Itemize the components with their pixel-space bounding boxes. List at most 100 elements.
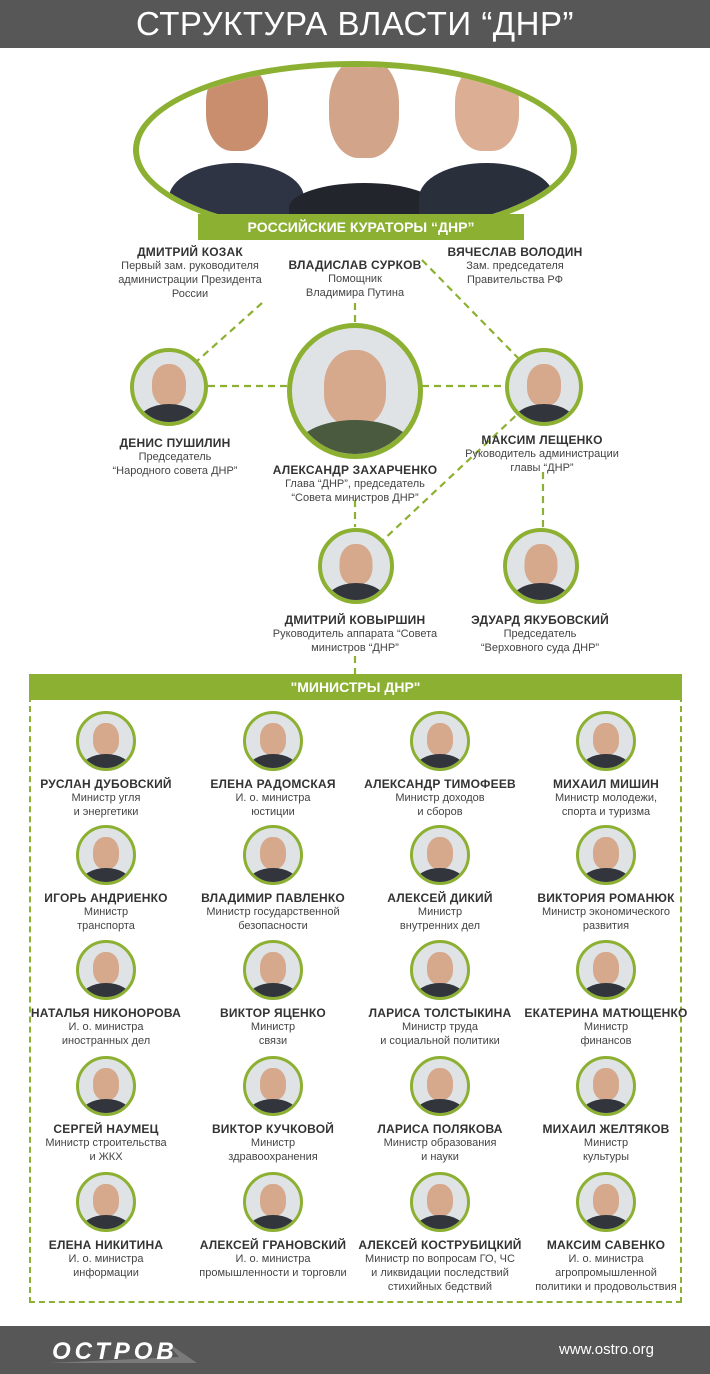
person-name: ЕЛЕНА РАДОМСКАЯ (210, 777, 336, 791)
person-name: ЕКАТЕРИНА МАТЮЩЕНКО (524, 1006, 688, 1020)
zakharchenko-photo (287, 323, 423, 459)
ministers-label: "МИНИСТРЫ ДНР" (29, 674, 682, 700)
ostrov-logo: ОСТРОВ (52, 1338, 178, 1365)
person-name: ЛАРИСА ПОЛЯКОВА (377, 1122, 503, 1136)
logo-swoosh-icon (49, 1341, 197, 1363)
person-name: РУСЛАН ДУБОВСКИЙ (40, 777, 172, 791)
person-name: АЛЕКСЕЙ КОСТРУБИЦКИЙ (358, 1238, 522, 1252)
person-name: МИХАИЛ ЖЕЛТЯКОВ (542, 1122, 670, 1136)
person-name: ВИКТОР КУЧКОВОЙ (211, 1122, 335, 1136)
minister-photo (576, 825, 636, 885)
person-name: АЛЕКСЕЙ ДИКИЙ (387, 891, 493, 905)
minister-photo (410, 940, 470, 1000)
page-title: СТРУКТУРА ВЛАСТИ “ДНР” (0, 0, 710, 48)
person-name: ЛАРИСА ТОЛСТЫКИНА (368, 1006, 512, 1020)
leader-zakharchenko: АЛЕКСАНДР ЗАХАРЧЕНКО Глава “ДНР”, предсе… (255, 463, 455, 505)
person-title: Председатель“Народного совета ДНР” (112, 451, 238, 477)
leader-kovyrshin: ДМИТРИЙ КОВЫРШИН Руководитель аппарата “… (255, 613, 455, 655)
yakubovsky-photo (503, 528, 579, 604)
leader-pushilin: ДЕНИС ПУШИЛИН Председатель“Народного сов… (85, 436, 265, 478)
person-name: ДМИТРИЙ КОЗАК (137, 245, 243, 259)
minister-photo (243, 711, 303, 771)
line-leshchenko-kovyrshin (379, 407, 525, 544)
minister-photo (576, 711, 636, 771)
person-name: ВЛАДИМИР ПАВЛЕНКО (201, 891, 345, 905)
minister-photo (410, 825, 470, 885)
kovyrshin-photo (318, 528, 394, 604)
person-name: АЛЕКСАНДР ЗАХАРЧЕНКО (272, 463, 438, 477)
minister-photo (576, 1172, 636, 1232)
minister-photo (76, 711, 136, 771)
minister-photo (410, 1172, 470, 1232)
person-name: НАТАЛЬЯ НИКОНОРОВА (30, 1006, 182, 1020)
minister-photo (243, 825, 303, 885)
person-name: ВЯЧЕСЛАВ ВОЛОДИН (447, 245, 583, 259)
minister-photo (76, 1056, 136, 1116)
leader-leshchenko: МАКСИМ ЛЕЩЕНКО Руководитель администраци… (452, 433, 632, 475)
person-name: МАКСИМ САВЕНКО (546, 1238, 666, 1252)
pushilin-photo (130, 348, 208, 426)
person-name: ВЛАДИСЛАВ СУРКОВ (288, 258, 422, 272)
person-title: Глава “ДНР”, председатель“Совета министр… (285, 478, 425, 504)
minister-photo (576, 940, 636, 1000)
leshchenko-photo (505, 348, 583, 426)
minister-photo (76, 825, 136, 885)
curators-label: РОССИЙСКИЕ КУРАТОРЫ “ДНР” (198, 214, 524, 240)
person-name: ВИКТОР ЯЦЕНКО (220, 1006, 326, 1020)
person-name: ЕЛЕНА НИКИТИНА (48, 1238, 164, 1252)
minister-photo (410, 1056, 470, 1116)
minister-photo (76, 940, 136, 1000)
footer: ОСТРОВ www.ostro.org (0, 1326, 710, 1374)
person-title: Председатель“Верховного суда ДНР” (480, 628, 600, 654)
minister-photo (243, 1172, 303, 1232)
person-name: АЛЕКСАНДР ТИМОФЕЕВ (364, 777, 516, 791)
leader-yakubovsky: ЭДУАРД ЯКУБОВСКИЙ Председатель“Верховног… (450, 613, 630, 655)
line-kozak-pushilin (195, 302, 263, 363)
site-url: www.ostro.org (558, 1341, 654, 1358)
minister-photo (76, 1172, 136, 1232)
person-name: ДМИТРИЙ КОВЫРШИН (284, 613, 426, 627)
minister-photo (410, 711, 470, 771)
person-name: ВИКТОРИЯ РОМАНЮК (537, 891, 675, 905)
curators-photo-ellipse (133, 61, 577, 239)
